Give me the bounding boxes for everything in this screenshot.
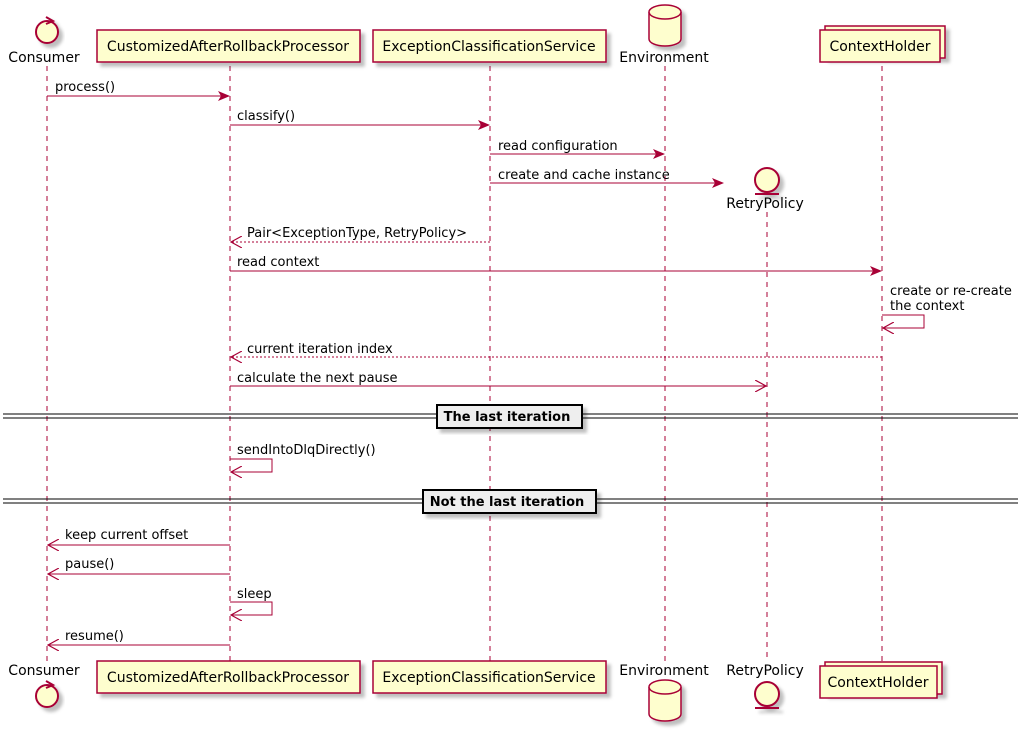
message-calculate-next-pause: calculate the next pause [230,371,766,386]
message-read-configuration: read configuration [490,139,665,159]
participant-classifier-top: ExceptionClassificationService [372,29,607,63]
message-label: Pair<ExceptionType, RetryPolicy> [247,226,467,241]
database-icon [648,679,682,722]
participant-context-holder-bottom: ContextHolder [819,661,943,699]
message-pair-return: Pair<ExceptionType, RetryPolicy> [231,226,490,242]
message-send-into-dlq-directly: sendIntoDlqDirectly() [230,443,376,472]
participant-label: CustomizedAfterRollbackProcessor [107,39,349,55]
divider-label: The last iteration [444,410,571,425]
lifelines [46,66,883,662]
participant-consumer-bottom: Consumer [8,663,80,708]
message-create-and-cache-instance: create and cache instance [490,168,724,188]
participant-label: ExceptionClassificationService [382,670,595,686]
message-label-line-2: the context [890,299,964,314]
participant-processor-top: CustomizedAfterRollbackProcessor [96,29,361,63]
participant-label: ContextHolder [827,675,928,691]
database-icon [648,4,682,47]
participant-retry-policy-bottom: RetryPolicy [726,663,804,709]
message-label: process() [55,80,115,95]
message-pause: pause() [48,557,230,574]
participant-environment-bottom: Environment [619,663,709,722]
message-label: pause() [65,557,114,572]
participant-label: RetryPolicy [726,663,804,679]
participant-retry-policy-created: RetryPolicy [726,167,804,212]
message-label: resume() [65,629,124,644]
message-resume: resume() [48,629,230,645]
message-label: current iteration index [247,342,393,357]
participant-label: Consumer [8,663,80,679]
message-label: read context [237,255,319,270]
participant-context-holder-top: ContextHolder [819,25,946,63]
message-label: classify() [237,109,295,124]
message-process: process() [47,80,230,101]
participant-label: Consumer [8,50,80,66]
participant-label: RetryPolicy [726,196,804,212]
message-label: calculate the next pause [237,371,398,386]
participant-consumer-top: Consumer [8,16,80,66]
message-label: read configuration [498,139,618,154]
participant-label: Environment [619,50,709,66]
participant-label: ExceptionClassificationService [382,39,595,55]
message-current-iteration-index: current iteration index [231,342,882,357]
entity-icon [754,167,780,195]
participant-label: CustomizedAfterRollbackProcessor [107,670,349,686]
control-icon [35,16,59,44]
participant-label: Environment [619,663,709,679]
message-label: sendIntoDlqDirectly() [237,443,376,458]
message-keep-current-offset: keep current offset [48,528,230,545]
divider-label: Not the last iteration [430,495,585,510]
message-label: sleep [237,587,272,602]
message-classify: classify() [230,109,490,130]
message-label-line-1: create or re-create [890,284,1012,299]
message-create-context-self: create or re-create the context [882,284,1012,328]
message-read-context: read context [230,255,882,276]
participant-environment-top: Environment [619,4,709,66]
participant-classifier-bottom: ExceptionClassificationService [372,660,607,694]
participant-processor-bottom: CustomizedAfterRollbackProcessor [96,660,361,694]
message-sleep: sleep [230,587,273,615]
divider-not-last-iteration: Not the last iteration [3,489,1018,514]
message-label: keep current offset [65,528,188,543]
entity-icon [754,681,780,709]
divider-last-iteration: The last iteration [3,404,1018,429]
participant-label: ContextHolder [829,39,930,55]
message-label: create and cache instance [498,168,670,183]
control-icon [35,680,59,708]
